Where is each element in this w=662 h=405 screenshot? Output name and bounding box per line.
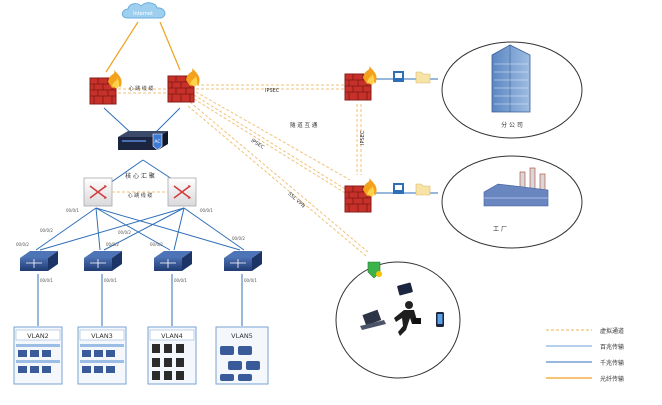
- access-switch-4: [224, 251, 262, 271]
- factory-folder-icon: [415, 183, 431, 196]
- port-label: 00/0/1: [244, 278, 257, 283]
- factory-label: 工 厂: [493, 226, 507, 233]
- factory-icon: [483, 167, 549, 207]
- factory-firewall-icon: [344, 177, 378, 213]
- gigabit-link: [155, 107, 181, 133]
- phone-icon: [436, 312, 444, 327]
- legend-label: 百兆传输: [600, 343, 624, 351]
- legend-label: 千兆传输: [600, 359, 624, 367]
- laptop-icon: [360, 309, 386, 330]
- branch-folder-icon: [415, 71, 431, 84]
- port-label: 00/0/1: [40, 278, 53, 283]
- vlan-label: VLAN4: [161, 332, 183, 340]
- virtual-tunnels: [118, 84, 369, 257]
- core-label: 核 心 汇 聚: [125, 172, 155, 180]
- port-label: 00/0/1: [66, 208, 79, 213]
- port-label: 00/0/2: [118, 230, 131, 235]
- port-label: 00/0/1: [104, 278, 117, 283]
- legend-label: 虚拟通道: [600, 327, 624, 335]
- heartbeat-label-top: 心 跳 线 缆: [129, 85, 154, 92]
- access-switch-3: [154, 251, 192, 271]
- core-to-access-links: [35, 207, 245, 251]
- legend-label: 光纤传输: [600, 375, 624, 383]
- vlan-box-3: VLAN4: [147, 326, 197, 385]
- ipsec-label-diagonal: IPSEC: [250, 138, 266, 151]
- port-label: 00/0/2: [16, 242, 29, 247]
- ac-controller: AC: [118, 131, 168, 151]
- tablet-icon: [397, 282, 413, 296]
- legend: 虚拟通道 百兆传输 千兆传输 光纤传输: [546, 327, 624, 383]
- port-label: 00/0/1: [174, 278, 187, 283]
- vlan-box-2: VLAN3: [77, 326, 127, 385]
- port-label: 00/0/1: [200, 208, 213, 213]
- firewall-icon: [89, 69, 123, 105]
- port-label: 00/0/2: [106, 242, 119, 247]
- gigabit-link: [103, 107, 131, 133]
- vlan-label: VLAN5: [231, 332, 253, 340]
- building-icon: [491, 44, 531, 113]
- vpn-shield-icon: [367, 261, 382, 279]
- branch-firewall-icon: [344, 65, 378, 101]
- branch-server-icon: [393, 71, 404, 82]
- core-switch-right: [167, 177, 197, 207]
- vlan-box-4: VLAN5: [215, 326, 269, 385]
- access-switch-2: [84, 251, 122, 271]
- access-switch-1: [20, 251, 58, 271]
- port-label: 00/0/2: [40, 228, 53, 233]
- vlan-label: VLAN3: [91, 332, 113, 340]
- branch-label: 分 公 司: [501, 121, 523, 129]
- access-to-vlan-links: [37, 274, 243, 326]
- port-label: 00/0/2: [232, 236, 245, 241]
- firewall-icon: [167, 67, 201, 103]
- tunnel-label: 隧 道 互 通: [290, 121, 318, 129]
- vlan-label: VLAN2: [27, 332, 49, 340]
- cloud-label: Internet: [133, 11, 153, 17]
- ac-label: AC: [154, 139, 160, 145]
- vlan-box-1: VLAN2: [13, 326, 63, 385]
- core-switch-left: [83, 177, 113, 207]
- gigabit-link: [109, 159, 144, 184]
- port-label: 00/0/2: [150, 242, 163, 247]
- internet-cloud: Internet: [121, 2, 166, 19]
- sslvpn-label: SSL VPN: [286, 191, 306, 210]
- ipsec-label-top: IPSEC: [265, 88, 280, 94]
- factory-server-icon: [393, 183, 404, 194]
- heartbeat-label-core: 心 跳 线 缆: [128, 192, 153, 199]
- ipsec-label-vertical: IPSEC: [360, 130, 366, 145]
- businessman-icon: [394, 301, 421, 336]
- fiber-link: [105, 21, 139, 73]
- fiber-link: [159, 21, 181, 71]
